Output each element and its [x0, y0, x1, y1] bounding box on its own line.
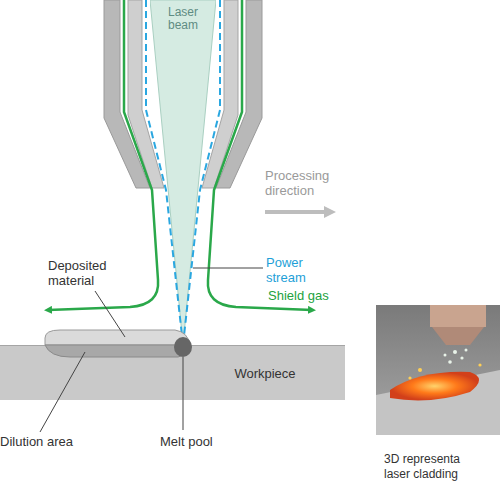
- part-label: Melt pool: [160, 434, 240, 449]
- leader-line: [95, 291, 125, 337]
- stream-label: Power stream: [266, 255, 326, 285]
- leader-line: [40, 352, 85, 432]
- part-label: Dilution area: [0, 434, 100, 449]
- direction-label: Processing direction: [265, 168, 355, 198]
- dilution-zone: [45, 345, 190, 357]
- node-text: Workpiece: [205, 367, 325, 380]
- direction-arrow: [265, 210, 330, 214]
- part-label: Deposited material: [48, 258, 138, 288]
- shield-gas-line: [48, 0, 158, 310]
- caption-label: 3D representa laser cladding: [384, 452, 484, 482]
- leader-line: [193, 268, 263, 269]
- photo-inset: [376, 305, 500, 435]
- powder-stream-line: [183, 0, 220, 345]
- node-text: Laser beam: [158, 6, 208, 32]
- deposited-track: [45, 330, 190, 345]
- leader-line: [183, 357, 184, 430]
- powder-stream-line: [146, 0, 183, 345]
- melt-pool-shape: [174, 337, 192, 357]
- gas-label: Shield gas: [268, 288, 358, 303]
